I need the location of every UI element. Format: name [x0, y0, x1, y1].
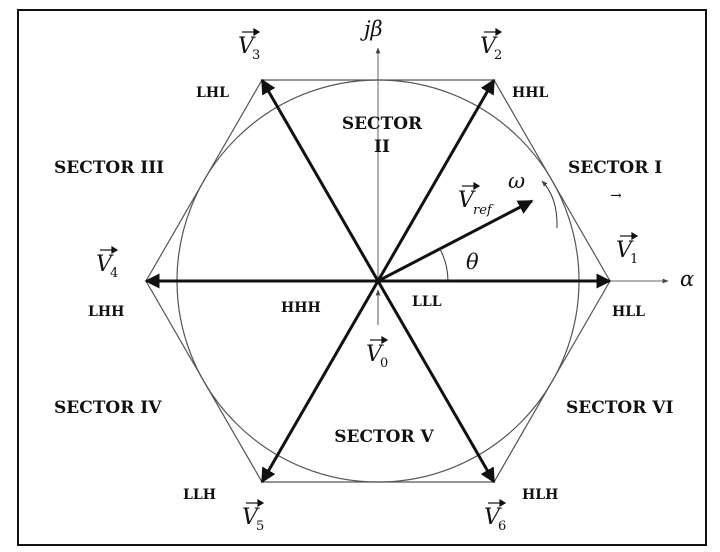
- svg-text:3: 3: [252, 48, 260, 63]
- svg-text:V: V: [96, 252, 114, 277]
- state-hlh: HLH: [522, 487, 558, 503]
- theta-arc: [439, 248, 449, 282]
- vector-v5: [260, 280, 380, 484]
- state-lhl: LHL: [196, 85, 229, 101]
- state-llh: LLH: [183, 487, 216, 503]
- svg-text:V: V: [616, 238, 634, 263]
- svg-text:V: V: [366, 342, 384, 367]
- state-hll: HLL: [612, 304, 645, 320]
- svg-text:V: V: [480, 34, 498, 59]
- sector-ii-label-line1: SECTOR: [342, 114, 423, 134]
- sector-ii-label-line2: II: [374, 137, 390, 157]
- vector-v2: [376, 78, 496, 282]
- label-v0: V 0: [366, 342, 388, 371]
- vector-v6: [376, 280, 496, 484]
- svg-text:6: 6: [498, 519, 506, 534]
- jbeta-axis-label: jβ: [360, 17, 383, 41]
- svg-text:ref: ref: [473, 203, 494, 218]
- svg-text:→: →: [610, 188, 622, 204]
- sector-vi-label: SECTOR VI: [566, 398, 673, 418]
- sector-v-label: SECTOR V: [334, 427, 434, 447]
- svg-text:1: 1: [630, 252, 638, 267]
- sector-iii-label: SECTOR III: [54, 158, 164, 178]
- state-lll: LLL: [412, 294, 442, 310]
- svg-text:V: V: [242, 505, 260, 530]
- label-v5: V 5: [242, 505, 264, 534]
- svg-text:4: 4: [110, 266, 118, 281]
- sector-i-label: SECTOR I: [568, 158, 662, 178]
- label-v2: V 2: [480, 34, 502, 63]
- svg-text:V: V: [484, 505, 502, 530]
- state-hhl: HHL: [512, 85, 548, 101]
- theta-label: θ: [466, 250, 479, 274]
- vector-overarrows: [100, 27, 639, 508]
- label-v3: V 3: [238, 34, 260, 63]
- svg-text:5: 5: [256, 519, 264, 534]
- svg-text:0: 0: [380, 356, 388, 371]
- label-v4: V 4: [96, 252, 118, 281]
- svg-text:V: V: [238, 34, 256, 59]
- omega-label: ω: [508, 169, 525, 193]
- omega-arc: [541, 180, 558, 229]
- label-vref: V ref: [458, 188, 494, 218]
- vector-vref: [377, 199, 534, 283]
- svg-text:V: V: [458, 188, 476, 213]
- label-v6: V 6: [484, 505, 506, 534]
- label-v1: → V 1: [610, 188, 638, 267]
- figure-border: [17, 9, 707, 546]
- state-lhh: LHH: [88, 304, 124, 320]
- sector-iv-label: SECTOR IV: [54, 398, 162, 418]
- alpha-axis-label: α: [680, 267, 694, 291]
- state-hhh: HHH: [281, 300, 321, 316]
- svg-text:2: 2: [494, 48, 502, 63]
- vector-v3: [260, 78, 380, 282]
